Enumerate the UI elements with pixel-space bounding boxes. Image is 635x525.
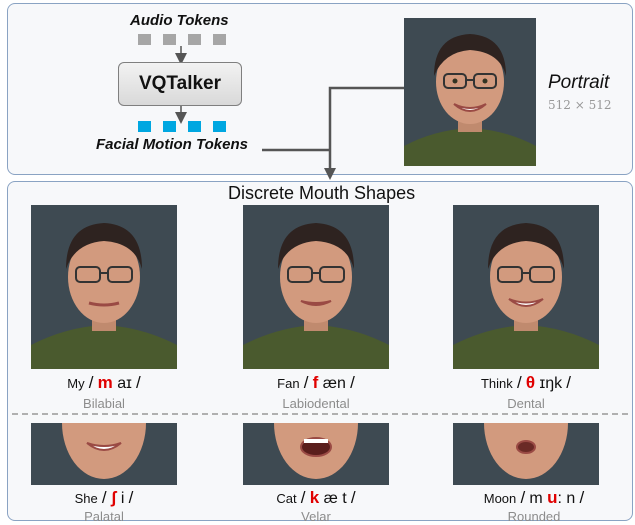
phoneme-caption-dental: Think / θ ɪŋk /	[480, 373, 572, 392]
arrow-portrait-to-mouth-shapes	[328, 86, 404, 174]
mouth-shape-image-palatal	[31, 423, 177, 485]
target-phoneme: f	[312, 373, 319, 392]
row-divider	[12, 413, 628, 415]
mouth-shape-image-bilabial	[31, 205, 177, 369]
category-label-dental: Dental	[507, 396, 545, 411]
mouth-shape-image-velar	[243, 423, 389, 485]
target-phoneme: ʃ	[110, 488, 117, 507]
example-word: Cat	[276, 491, 297, 506]
phoneme-caption-palatal: She / ʃ i /	[74, 488, 134, 507]
example-word: She	[74, 491, 98, 506]
mouth-shape-image-dental	[453, 205, 599, 369]
audio-token	[138, 34, 151, 45]
portrait-label: Portrait	[548, 72, 610, 93]
target-phoneme: k	[309, 488, 320, 507]
motion-token	[213, 121, 226, 132]
motion-token	[138, 121, 151, 132]
category-label-palatal: Palatal	[84, 509, 124, 524]
facial-motion-tokens-label: Facial Motion Tokens	[96, 136, 248, 153]
example-word: Fan	[277, 376, 300, 391]
target-phoneme: θ	[525, 373, 536, 392]
mouth-shape-image-labiodental	[243, 205, 389, 369]
target-phoneme: m	[97, 373, 113, 392]
portrait-size-label: 512 × 512	[548, 98, 612, 112]
category-label-bilabial: Bilabial	[83, 396, 125, 411]
phoneme-caption-velar: Cat / k æ t /	[276, 488, 356, 507]
example-word: My	[67, 376, 85, 391]
pipeline-arrows	[175, 46, 404, 180]
portrait-image	[404, 18, 536, 166]
mouth-shape-image-rounded	[453, 423, 599, 485]
motion-token	[163, 121, 176, 132]
example-word: Think	[480, 376, 513, 391]
category-label-velar: Velar	[301, 509, 331, 524]
audio-tokens-label: Audio Tokens	[130, 12, 229, 29]
phoneme-caption-labiodental: Fan / f æn /	[277, 373, 355, 392]
audio-token	[188, 34, 201, 45]
category-label-rounded: Rounded	[507, 509, 561, 524]
category-label-labiodental: Labiodental	[282, 396, 350, 411]
mouth-shapes-title: Discrete Mouth Shapes	[228, 183, 416, 203]
target-phoneme: u	[547, 488, 558, 507]
audio-token	[213, 34, 226, 45]
vqtalker-model-box: VQTalker	[118, 62, 242, 106]
motion-token	[188, 121, 201, 132]
audio-token	[163, 34, 176, 45]
phoneme-caption-bilabial: My / m aɪ /	[67, 373, 141, 392]
example-word: Moon	[483, 491, 517, 506]
phoneme-caption-rounded: Moon / m u: n /	[483, 488, 585, 507]
